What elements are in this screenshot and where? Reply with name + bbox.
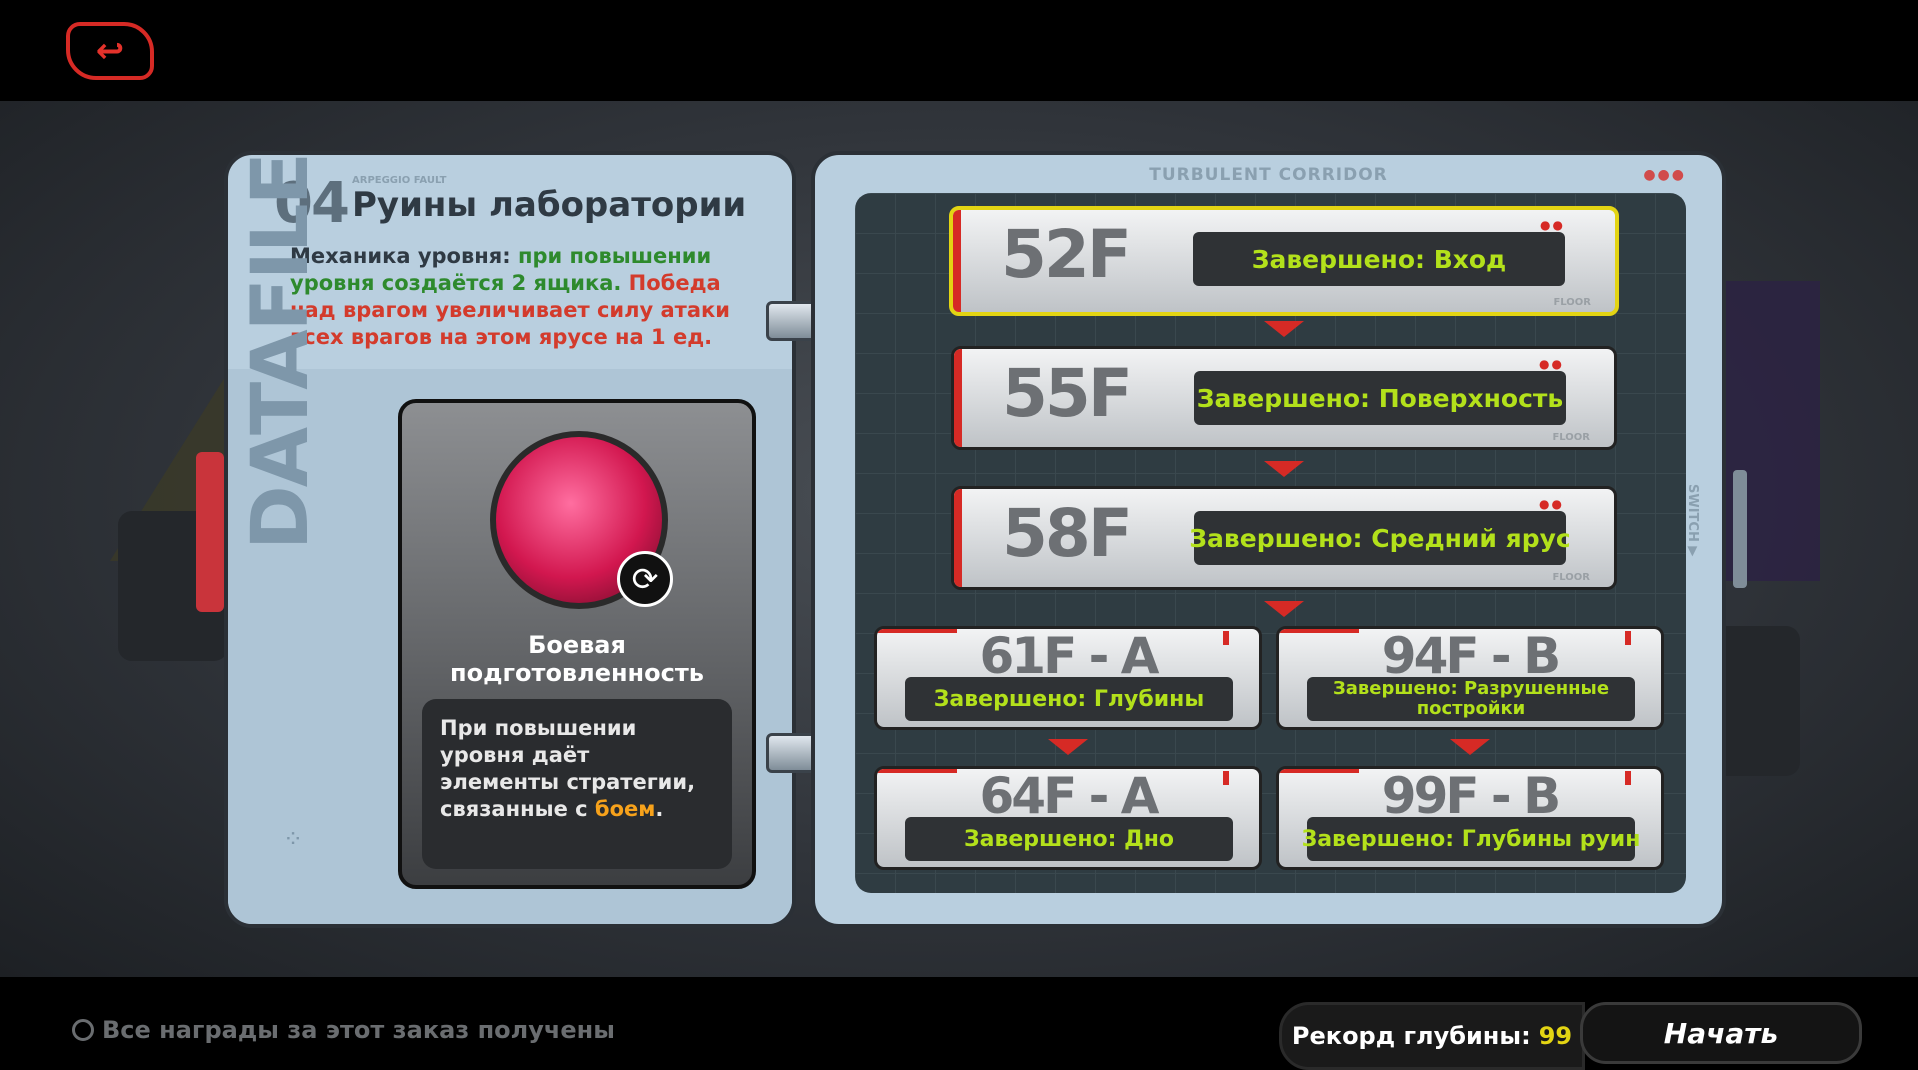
refresh-icon[interactable]: ⟳: [617, 551, 673, 607]
node-status: Завершено: Глубины: [905, 677, 1233, 721]
route-node-64f-a[interactable]: 64F - A Завершено: Дно: [874, 766, 1262, 870]
node-floor: 52F: [1001, 216, 1132, 293]
back-icon: ↩: [95, 31, 125, 71]
datafile-label: DATAFILE: [236, 154, 326, 550]
rewards-text: Все награды за этот заказ получены: [102, 1016, 615, 1044]
node-status: Завершено: Средний ярус: [1189, 511, 1571, 565]
back-button[interactable]: ↩: [66, 22, 154, 80]
route-map: 52F Завершено: Вход ●● FLOOR 55F Заверше…: [855, 193, 1686, 893]
mechanic-prefix: Механика уровня:: [290, 244, 518, 268]
route-arrow-icon: [1264, 461, 1304, 477]
left-switch-handle[interactable]: [196, 452, 224, 612]
node-topline: [877, 629, 957, 633]
mechanic-green: при повышении уровня создаётся 2 ящика.: [290, 244, 712, 295]
buff-card[interactable]: ⟳ Боевая подготовленность При повышении …: [398, 399, 756, 889]
route-node-58f[interactable]: 58F Завершено: Средний ярус ●● FLOOR: [951, 486, 1617, 590]
node-dots-icon: ●●: [1540, 218, 1565, 232]
route-node-99f-b[interactable]: 99F - B Завершено: Глубины руин: [1276, 766, 1664, 870]
buff-desc-end: .: [655, 797, 664, 821]
node-topline: [877, 769, 957, 773]
switch-handle[interactable]: [1733, 470, 1747, 588]
node-mark: [1625, 771, 1631, 785]
route-node-94f-b[interactable]: 94F - B Завершено: Разрушенные постройки: [1276, 626, 1664, 730]
record-value: 99: [1538, 1022, 1573, 1050]
top-bar: ↩: [0, 0, 1918, 101]
dots-icon: ⁘: [283, 825, 304, 853]
node-topline: [1279, 629, 1359, 633]
node-dots-icon: ●●: [1539, 357, 1564, 371]
buff-title: Боевая подготовленность: [402, 631, 752, 687]
node-topline: [1279, 769, 1359, 773]
node-status: Завершено: Разрушенные постройки: [1307, 677, 1635, 721]
node-floor: 64F - A: [979, 767, 1160, 825]
buff-description: При повышении уровня даёт элементы страт…: [422, 699, 732, 869]
route-node-52f[interactable]: 52F Завершено: Вход ●● FLOOR: [949, 206, 1619, 316]
node-floor: 94F - B: [1381, 627, 1561, 685]
route-arrow-icon: [1264, 321, 1304, 337]
route-node-55f[interactable]: 55F Завершено: Поверхность ●● FLOOR: [951, 346, 1617, 450]
buff-desc-highlight: боем: [594, 797, 656, 821]
node-tag: FLOOR: [1553, 297, 1591, 308]
route-header: TURBULENT CORRIDOR: [1149, 165, 1388, 185]
node-status: Завершено: Дно: [905, 817, 1233, 861]
node-dots-icon: ●●: [1539, 497, 1564, 511]
start-button[interactable]: Начать: [1580, 1002, 1862, 1064]
window-dots-icon: ●●●: [1643, 167, 1686, 183]
node-status: Завершено: Глубины руин: [1302, 817, 1640, 861]
node-floor: 61F - A: [979, 627, 1160, 685]
buff-title-line1: Боевая: [528, 631, 626, 659]
level-mechanic-text: Механика уровня: при повышении уровня со…: [290, 243, 770, 351]
node-stripe: [954, 349, 962, 447]
route-arrow-icon: [1450, 739, 1490, 755]
node-tag: FLOOR: [1552, 432, 1590, 443]
node-status: Завершено: Вход: [1193, 232, 1565, 286]
clock-icon: [72, 1019, 94, 1041]
node-floor: 58F: [1002, 495, 1133, 572]
node-mark: [1223, 771, 1229, 785]
node-floor: 99F - B: [1381, 767, 1561, 825]
route-arrow-icon: [1264, 601, 1304, 617]
node-mark: [1625, 631, 1631, 645]
route-arrow-icon: [1048, 739, 1088, 755]
buff-desc-text: При повышении уровня даёт элементы страт…: [440, 716, 696, 821]
buff-title-line2: подготовленность: [450, 659, 704, 687]
node-status: Завершено: Поверхность: [1194, 371, 1566, 425]
rewards-status: Все награды за этот заказ получены: [72, 1016, 615, 1044]
node-tag: FLOOR: [1552, 572, 1590, 583]
route-panel: TURBULENT CORRIDOR ●●● 52F Завершено: Вх…: [811, 151, 1726, 928]
level-number: 04: [274, 171, 350, 236]
node-mark: [1223, 631, 1229, 645]
level-title: Руины лаборатории: [352, 185, 747, 225]
node-stripe: [953, 210, 961, 312]
record-label: Рекорд глубины:: [1291, 1022, 1531, 1050]
mechanic-red: Победа над врагом увеличивает силу атаки…: [290, 271, 730, 349]
route-node-61f-a[interactable]: 61F - A Завершено: Глубины: [874, 626, 1262, 730]
level-info-panel: 04 ARPEGGIO FAULT Руины лаборатории Меха…: [224, 151, 796, 928]
node-stripe: [954, 489, 962, 587]
switch-label: SWITCH ▶: [1685, 484, 1700, 557]
node-floor: 55F: [1002, 355, 1133, 432]
level-tag: ARPEGGIO FAULT: [352, 175, 447, 186]
depth-record: Рекорд глубины: 99: [1279, 1002, 1585, 1070]
